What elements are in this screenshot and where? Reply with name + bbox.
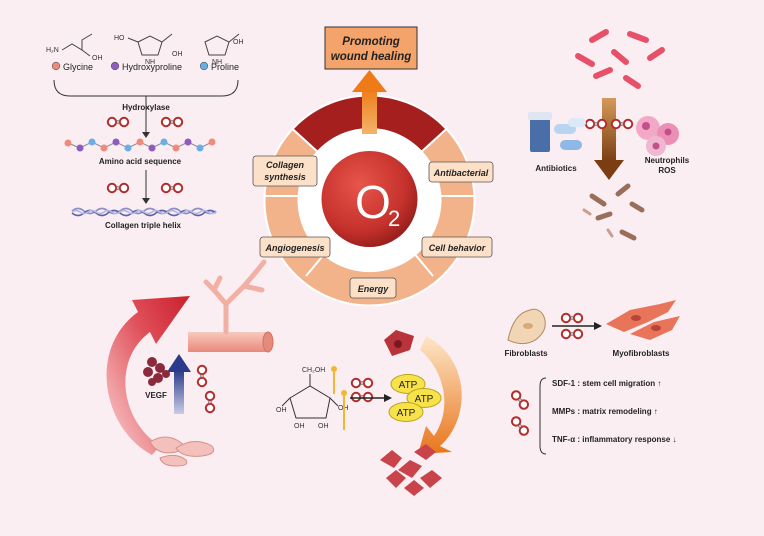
neutrophils-label: Neutrophils <box>645 156 690 165</box>
triple-helix-label: Collagen triple helix <box>105 221 182 230</box>
glucose-ch2oh: CH₂OH <box>302 367 325 374</box>
vessel-branches <box>203 259 267 335</box>
mol-nh-1: NH <box>145 59 155 66</box>
myofibroblasts-label: Myofibroblasts <box>613 349 670 358</box>
ros-label: ROS <box>658 166 676 175</box>
sdf1-text: SDF-1 : stem cell migration ↑ <box>552 379 661 388</box>
curved-red-arrow <box>106 296 190 455</box>
vegf-label: VEGF <box>145 391 167 400</box>
mmps-text: MMPs : matrix remodeling ↑ <box>552 407 658 416</box>
o2-symbol: O <box>355 176 391 228</box>
blood-vessel <box>188 332 268 352</box>
blue-up-arrow <box>174 370 184 414</box>
central-ring: O 2 <box>263 94 476 307</box>
ring-labels: Collagen synthesis Antibacterial Angioge… <box>252 155 494 299</box>
glycine-label: Glycine <box>63 62 93 72</box>
atp-label-3: ATP <box>397 408 416 419</box>
cell-behavior-panel: Fibroblasts Myofibroblasts SDF-1 : stem … <box>504 300 680 455</box>
glucose-oh-c: OH <box>318 423 329 430</box>
amino-acid-structures <box>61 33 240 57</box>
label-collagen-2: synthesis <box>264 172 306 182</box>
atp-label-1: ATP <box>399 380 418 391</box>
orange-curved-arrow <box>418 336 462 454</box>
myofibroblast-cells <box>606 300 680 340</box>
atp-2 <box>406 388 442 408</box>
mol-h2n: H₂N <box>46 47 59 54</box>
cell-cluster <box>380 444 442 496</box>
mol-ho: HO <box>114 35 125 42</box>
label-collagen-1: Collagen <box>266 160 305 170</box>
amino-acid-sequence-label: Amino acid sequence <box>99 157 182 166</box>
proline-label: Proline <box>211 62 239 72</box>
antibacterial-panel: Antibiotics Neutrophils ROS <box>528 29 690 241</box>
bracket <box>53 79 239 97</box>
glucose-oh-a: OH <box>276 407 287 414</box>
promoting-line1: Promoting <box>342 36 400 48</box>
antibiotics-icon <box>528 112 586 152</box>
mol-oh-1: OH <box>92 55 103 62</box>
mol-nh-2: NH <box>212 59 222 66</box>
glucose-structure <box>281 374 339 419</box>
proline-dot <box>199 61 209 71</box>
label-energy: Energy <box>358 284 390 294</box>
label-cell-behavior: Cell behavior <box>429 243 486 253</box>
antibiotics-label: Antibiotics <box>535 164 577 173</box>
promoting-arrow <box>352 70 387 134</box>
angiogenesis-panel: VEGF <box>106 259 274 467</box>
o2-sphere <box>321 151 418 247</box>
bacteria-arrow <box>602 98 616 162</box>
tnf-text: TNF-α : inflammatory response ↓ <box>552 435 677 444</box>
o2-subscript: 2 <box>388 206 400 231</box>
mol-oh-2: OH <box>172 51 183 58</box>
vegf-icon <box>143 357 170 386</box>
collagen-panel: H₂N OH HO NH OH NH OH Glycine Hydroxypro… <box>46 33 244 230</box>
amino-acid-chain <box>64 138 216 152</box>
glucose-oh-b: OH <box>294 423 305 430</box>
bacteria-dead <box>582 183 645 241</box>
bacteria-live <box>575 29 665 89</box>
mol-oh-3: OH <box>233 39 244 46</box>
triple-helix <box>71 207 217 217</box>
factor-bracket <box>539 377 547 455</box>
energy-panel: CH₂OH OH OH OH OH ATP ATP ATP <box>276 330 462 496</box>
fibroblasts-label: Fibroblasts <box>504 349 548 358</box>
label-antibacterial: Antibacterial <box>433 168 489 178</box>
glycine-dot <box>51 61 61 71</box>
label-angiogenesis: Angiogenesis <box>264 243 324 253</box>
neutrophils-icon <box>636 116 679 156</box>
atp-label-2: ATP <box>415 394 434 405</box>
promoting-line2: wound healing <box>331 51 412 63</box>
endothelial-cells <box>149 436 215 467</box>
atp-3 <box>388 402 424 422</box>
hydroxyproline-dot <box>110 61 120 71</box>
atp-1 <box>390 374 426 394</box>
hydroxyproline-label: Hydroxyproline <box>122 62 182 72</box>
promoting-box <box>324 26 418 70</box>
